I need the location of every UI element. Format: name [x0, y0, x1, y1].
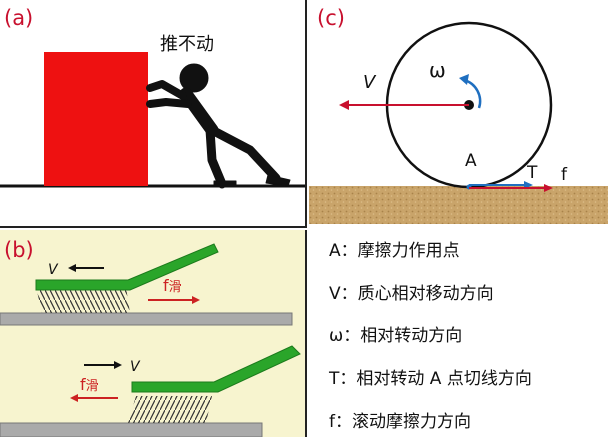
person-foot-back	[265, 174, 291, 187]
person-arm-upper	[146, 80, 187, 100]
velocity-label: V	[363, 72, 377, 93]
person-head	[179, 63, 209, 93]
person-foot-front	[213, 180, 237, 188]
brush-handle-top	[35, 243, 219, 291]
person-leg-front	[205, 125, 227, 189]
point-a-label: A	[465, 151, 477, 171]
ground-surface	[309, 186, 608, 224]
friction-label: f	[561, 165, 568, 185]
panel-c: (c) ω V A T f A：摩擦力作用点	[309, 0, 608, 437]
person-pushing-icon	[146, 63, 291, 189]
velocity-label-top: V	[48, 262, 59, 278]
brush-handle-bottom	[131, 345, 301, 393]
legend-item-omega: ω：相对转动方向	[329, 326, 463, 346]
panel-c-label: (c)	[317, 6, 345, 30]
panel-b-label: (b)	[4, 238, 34, 262]
heavy-block	[44, 52, 148, 186]
ground-strip-top	[0, 312, 293, 326]
legend-item-t: T：相对转动 A 点切线方向	[329, 369, 532, 389]
bristles-bottom	[128, 396, 212, 423]
legend-item-v: V：质心相对移动方向	[329, 284, 494, 304]
panel-b: (b) V f滑 V f滑	[0, 230, 307, 437]
friction-label-top: f滑	[163, 276, 182, 295]
omega-label: ω	[429, 58, 446, 82]
person-torso	[179, 87, 219, 137]
bristles-top	[36, 287, 130, 313]
panel-a-label: (a)	[4, 6, 34, 30]
push-illustration: 推不动	[0, 34, 305, 189]
rolling-wheel-illustration: ω V A T f	[309, 21, 608, 224]
person-leg-back	[207, 125, 281, 183]
brush-illustration: V f滑 V f滑	[0, 243, 301, 437]
cannot-push-caption: 推不动	[160, 34, 214, 55]
tangent-label: T	[526, 163, 538, 183]
legend-item-a: A：摩擦力作用点	[329, 241, 460, 261]
legend-item-f: f：滚动摩擦力方向	[329, 412, 471, 432]
ground-strip-bottom	[0, 422, 263, 437]
panel-a: (a) 推不动	[0, 0, 307, 228]
person-arm-lower	[146, 98, 192, 108]
velocity-label-bottom: V	[130, 359, 141, 375]
friction-label-bottom: f滑	[80, 375, 99, 394]
